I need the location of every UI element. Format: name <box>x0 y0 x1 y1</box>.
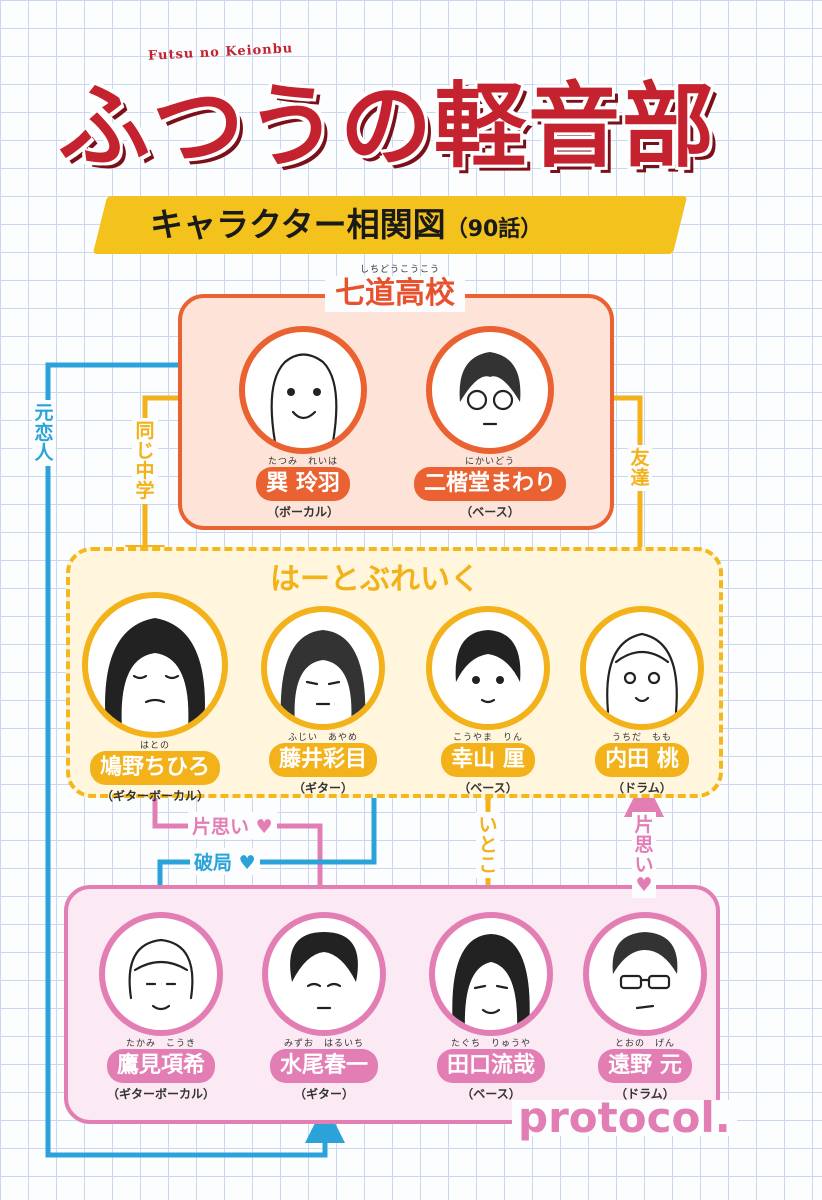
avatar <box>583 912 707 1036</box>
character-uchida: うちだ もも 内田 桃 （ドラム） <box>576 606 708 796</box>
name-ruby: にかいどう <box>464 457 515 467</box>
relation-same-school: 同じ中学 <box>132 418 158 504</box>
heart-icon: ♥ <box>249 816 273 838</box>
character-tono: とおの げん 遠野 元 （ドラム） <box>580 912 710 1102</box>
avatar <box>261 606 385 730</box>
avatar <box>82 592 228 738</box>
role-label: （ベース） <box>460 505 520 519</box>
role-label: （ベース） <box>461 1087 521 1101</box>
name-ruby: ふじい あやめ <box>287 733 358 743</box>
name-label: 二楷堂まわり <box>413 467 566 501</box>
avatar <box>426 326 554 454</box>
role-label: （ドラム） <box>612 781 672 795</box>
name-label: 遠野 元 <box>598 1049 692 1083</box>
relation-cousins: いとこ <box>476 812 500 878</box>
ex-lovers-line <box>45 345 345 1158</box>
name-label: 巽 玲羽 <box>256 467 350 501</box>
banner-episode: （90話） <box>445 217 543 242</box>
avatar <box>239 326 367 454</box>
avatar <box>580 606 704 730</box>
name-label: 内田 桃 <box>595 743 689 777</box>
relation-unrequited-1: 片思い ♥ <box>188 812 277 839</box>
group-school-label: 七道高校 <box>325 276 465 312</box>
character-takami: たかみ こうき 鷹見項希 （ギターボーカル） <box>86 912 236 1102</box>
name-ruby: うちだ もも <box>611 733 672 743</box>
role-label: （ギターボーカル） <box>100 789 209 803</box>
group-protocol-label: protocol. <box>512 1097 737 1139</box>
relation-ex-lovers: 元恋人 <box>32 400 56 466</box>
avatar <box>429 912 553 1036</box>
character-hatono: はとの 鳩野ちひろ （ギターボーカル） <box>76 592 234 804</box>
role-label: （ベース） <box>458 781 518 795</box>
name-ruby: こうやま りん <box>452 733 523 743</box>
name-label: 水尾春一 <box>269 1049 378 1083</box>
avatar <box>262 912 386 1036</box>
name-ruby: はとの <box>140 741 170 751</box>
name-ruby: たぐち りゅうや <box>450 1039 531 1049</box>
name-ruby: とおの げん <box>614 1039 675 1049</box>
avatar <box>99 912 223 1036</box>
role-label: （ギターボーカル） <box>106 1087 215 1101</box>
relation-breakup: 破局 ♥ <box>190 848 260 875</box>
character-tatsumi: たつみ れいは 巽 玲羽 （ボーカル） <box>226 326 380 520</box>
name-ruby: たつみ れいは <box>267 457 338 467</box>
name-label: 藤井彩目 <box>268 743 377 777</box>
page-title: ふつうの軽音部 <box>58 73 717 180</box>
character-fujii: ふじい あやめ 藤井彩目 （ギター） <box>256 606 390 796</box>
name-label: 鷹見項希 <box>106 1049 215 1083</box>
avatar <box>426 606 550 730</box>
broken-heart-icon: ♥ <box>232 852 256 874</box>
relation-friends: 友達 <box>628 445 652 491</box>
role-label: （ドラム） <box>615 1087 675 1101</box>
heart-icon: ♥ <box>635 874 653 896</box>
name-label: 田口流哉 <box>436 1049 545 1083</box>
character-mizuo: みずお はるいち 水尾春一 （ギター） <box>258 912 390 1102</box>
name-label: 幸山 厘 <box>441 743 535 777</box>
name-label: 鳩野ちひろ <box>89 751 220 785</box>
title-banner: キャラクター相関図（90話） <box>150 200 670 250</box>
character-taguchi: たぐち りゅうや 田口流哉 （ベース） <box>424 912 558 1102</box>
character-kouyama: こうやま りん 幸山 厘 （ベース） <box>424 606 552 796</box>
name-ruby: みずお はるいち <box>283 1039 364 1049</box>
role-label: （ギター） <box>293 1087 354 1101</box>
role-label: （ギター） <box>292 781 353 795</box>
relation-unrequited-2: 片思い♥ <box>632 812 656 898</box>
role-label: （ボーカル） <box>266 505 339 519</box>
school-ruby: しちどうこうこう <box>359 265 440 275</box>
banner-text: キャラクター相関図 <box>150 205 446 244</box>
group-heartbreak-label: はーとぶれいく <box>260 562 490 598</box>
name-ruby: たかみ こうき <box>125 1039 196 1049</box>
character-nikaido: にかいどう 二楷堂まわり （ベース） <box>410 326 570 520</box>
